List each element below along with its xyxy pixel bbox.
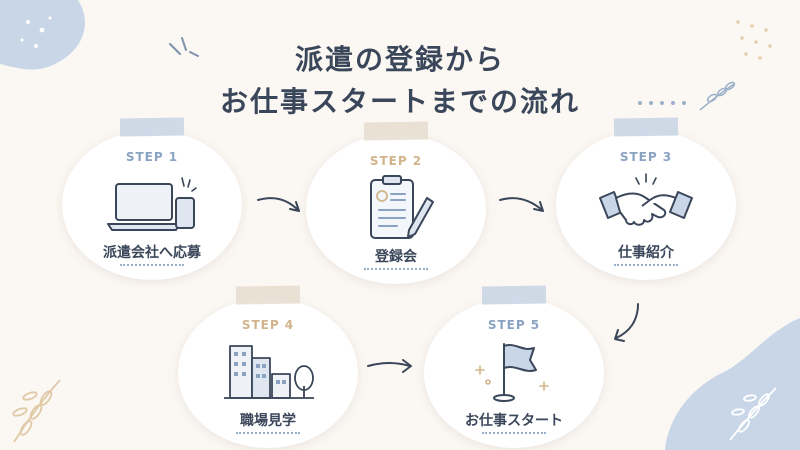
page-title-line-2: お仕事スタートまでの流れ bbox=[219, 85, 580, 118]
title-spark-lines bbox=[169, 37, 199, 57]
step-1-number: STEP 1 bbox=[125, 150, 179, 164]
tape-decoration bbox=[235, 285, 301, 305]
page-title-line-1: 派遣の登録から bbox=[294, 43, 505, 76]
step-1-label: 派遣会社へ応募 bbox=[103, 245, 201, 261]
blob-top-left bbox=[0, 0, 85, 70]
step-4-label: 職場見学 bbox=[240, 413, 296, 429]
dotted-underline bbox=[364, 268, 428, 270]
buildings-tree-icon bbox=[224, 345, 314, 399]
leaf-branch-bottom-left bbox=[12, 379, 61, 443]
blob-bottom-right bbox=[665, 318, 800, 450]
arrow-step4-to-step5 bbox=[367, 359, 412, 373]
dotted-underline bbox=[236, 432, 300, 434]
step-3-card: STEP 3 仕事紹介 bbox=[556, 117, 736, 280]
tape-decoration bbox=[363, 121, 429, 141]
dotted-underline bbox=[482, 432, 546, 434]
step-4-card: STEP 4 職場見学 bbox=[178, 285, 358, 448]
step-5-label: お仕事スタート bbox=[465, 413, 563, 429]
step-2-card: STEP 2 登録会 bbox=[306, 121, 486, 284]
step-5-card: STEP 5 お仕事スタート bbox=[424, 285, 604, 448]
tape-decoration bbox=[481, 285, 547, 305]
step-5-number: STEP 5 bbox=[487, 318, 541, 332]
clipboard-pen-icon bbox=[370, 175, 434, 239]
step-2-number: STEP 2 bbox=[369, 154, 423, 168]
arrow-step3-to-step5 bbox=[614, 303, 639, 342]
step-1-card: STEP 1 派遣会社へ応募 bbox=[62, 117, 242, 280]
leaf-branch-bottom-right bbox=[729, 387, 777, 441]
title-trailing-dots bbox=[638, 101, 686, 105]
arrow-step2-to-step3 bbox=[499, 197, 544, 212]
handshake-icon bbox=[599, 173, 693, 226]
step-4-number: STEP 4 bbox=[241, 318, 295, 332]
laptop-phone-icon bbox=[107, 177, 197, 231]
flag-icon bbox=[475, 343, 549, 402]
step-2-label: 登録会 bbox=[375, 249, 417, 265]
sparkle-dots-top-right bbox=[736, 20, 772, 60]
step-3-label: 仕事紹介 bbox=[618, 245, 674, 261]
step-3-number: STEP 3 bbox=[619, 150, 673, 164]
leaf-sprig-top-right bbox=[699, 81, 736, 111]
tape-decoration bbox=[613, 117, 679, 137]
dotted-underline bbox=[120, 264, 184, 266]
arrow-step1-to-step2 bbox=[257, 197, 300, 212]
tape-decoration bbox=[119, 117, 185, 137]
sparkle-dots-top-left bbox=[20, 16, 52, 48]
dotted-underline bbox=[614, 264, 678, 266]
